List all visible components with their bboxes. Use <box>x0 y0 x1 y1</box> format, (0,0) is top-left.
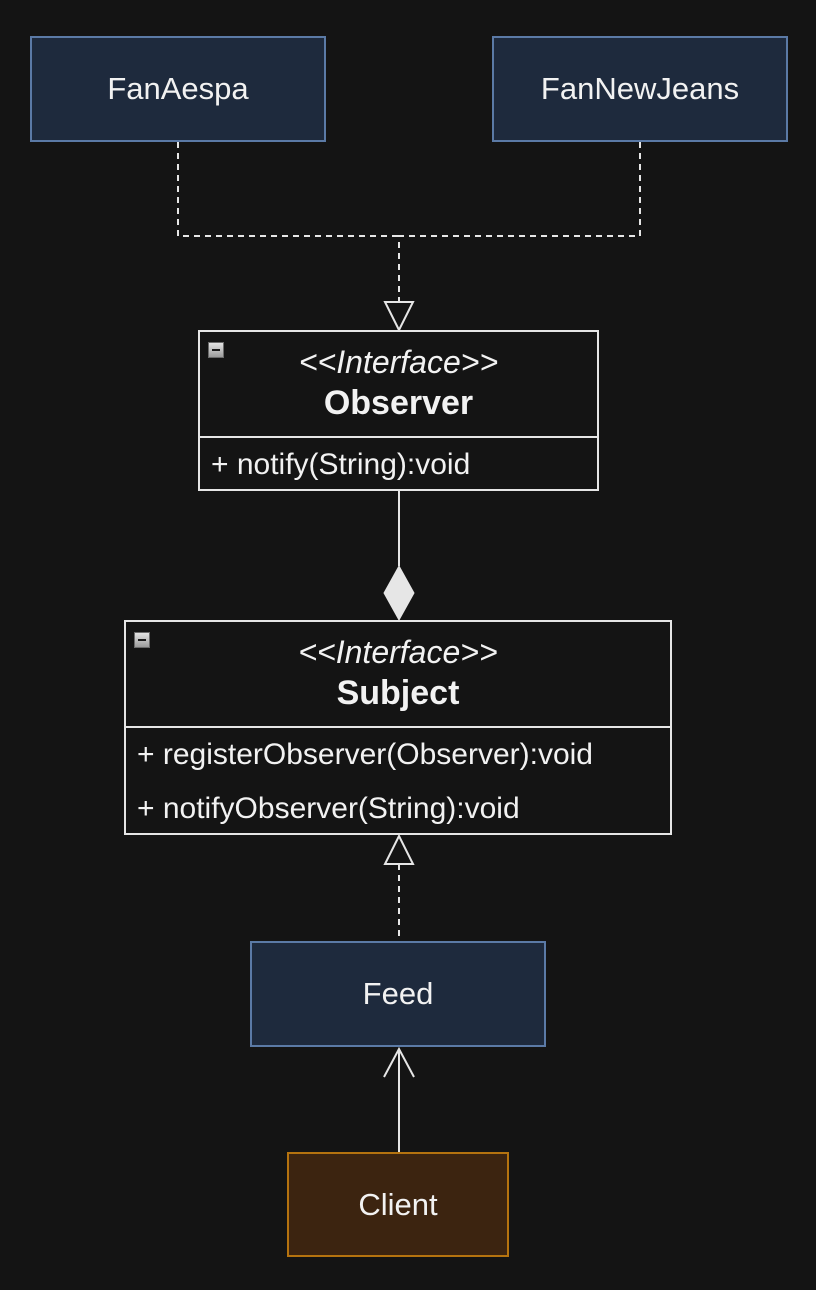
class-fannewjeans[interactable]: FanNewJeans <box>492 36 788 142</box>
class-feed[interactable]: Feed <box>250 941 546 1047</box>
class-client-label: Client <box>358 1186 438 1222</box>
collapse-toggle-icon[interactable] <box>208 342 224 358</box>
subject-member[interactable]: + registerObserver(Observer):void <box>137 738 593 771</box>
realization-feed-to-subject[interactable] <box>383 833 415 941</box>
class-feed-label: Feed <box>362 976 434 1011</box>
interface-subject[interactable]: <<Interface>> Subject + registerObserver… <box>124 620 672 835</box>
composition-diamond <box>383 564 415 622</box>
subject-members: + registerObserver(Observer):void + noti… <box>126 728 670 836</box>
interface-observer-header: <<Interface>> Observer <box>200 332 597 438</box>
open-arrowhead <box>383 1046 415 1078</box>
composition-subject-to-observer[interactable] <box>383 491 415 622</box>
realization-fannewjeans-to-observer[interactable] <box>383 142 641 333</box>
interface-observer[interactable]: <<Interface>> Observer + notify(String):… <box>198 330 599 491</box>
subject-member[interactable]: + notifyObserver(String):void <box>137 792 520 825</box>
observer-members: + notify(String):void <box>200 438 597 492</box>
observer-stereotype: <<Interface>> <box>298 344 499 380</box>
dependency-client-to-feed[interactable] <box>383 1046 415 1152</box>
observer-member[interactable]: + notify(String):void <box>211 448 471 481</box>
subject-stereotype: <<Interface>> <box>298 634 498 670</box>
class-fannewjeans-label: FanNewJeans <box>540 71 740 106</box>
class-fanaespa-label: FanAespa <box>107 71 249 106</box>
interface-subject-header: <<Interface>> Subject <box>126 622 670 728</box>
realization-fanaespa-to-observer[interactable] <box>177 142 399 237</box>
class-fanaespa[interactable]: FanAespa <box>30 36 326 142</box>
realization-arrowhead <box>383 833 415 865</box>
subject-name: Subject <box>336 674 460 712</box>
collapse-toggle-icon[interactable] <box>134 632 150 648</box>
realization-arrowhead <box>383 301 415 333</box>
class-client[interactable]: Client <box>287 1152 509 1257</box>
observer-name: Observer <box>323 384 474 422</box>
